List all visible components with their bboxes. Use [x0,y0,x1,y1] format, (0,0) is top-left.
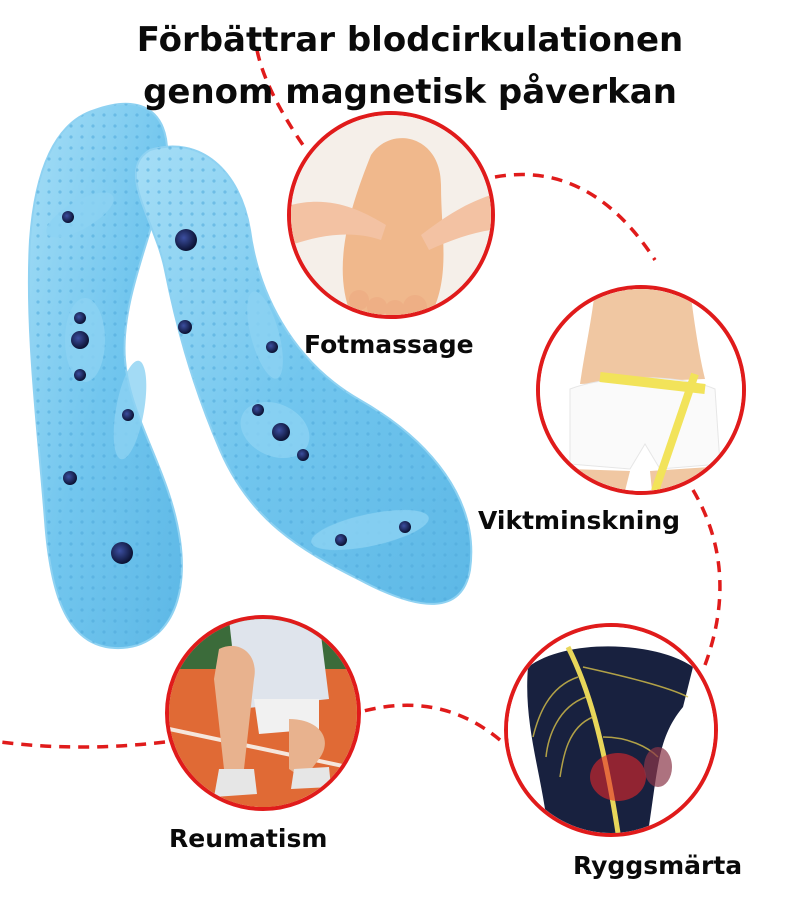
headline: Förbättrar blodcirkulationen genom magne… [0,14,800,118]
connector-back-to-knee [359,703,502,742]
benefit-image-foot-massage [287,111,495,319]
waist-measuring-photo-icon [540,289,742,491]
connector-foot-to-waist [494,172,657,261]
magnet-dots [62,211,411,564]
benefit-image-weight-loss [536,285,746,495]
back-pain-photo-icon [508,627,714,833]
benefit-image-rheumatism [165,615,361,811]
connector-knee-left [0,740,166,749]
connector-waist-to-back [691,489,722,666]
connector-headline-to-foot [255,49,307,149]
knee-pain-photo-icon [169,619,357,807]
benefit-image-back-pain [504,623,718,837]
benefit-label-foot-massage: Fotmassage [304,330,474,359]
headline-line-1: Förbättrar blodcirkulationen [136,20,684,60]
benefit-label-weight-loss: Viktminskning [478,506,681,535]
headline-line-2: genom magnetisk påverkan [143,72,677,112]
benefit-label-back-pain: Ryggsmärta [573,851,743,880]
foot-massage-photo-icon [291,115,491,315]
benefit-label-rheumatism: Reumatism [169,824,328,853]
